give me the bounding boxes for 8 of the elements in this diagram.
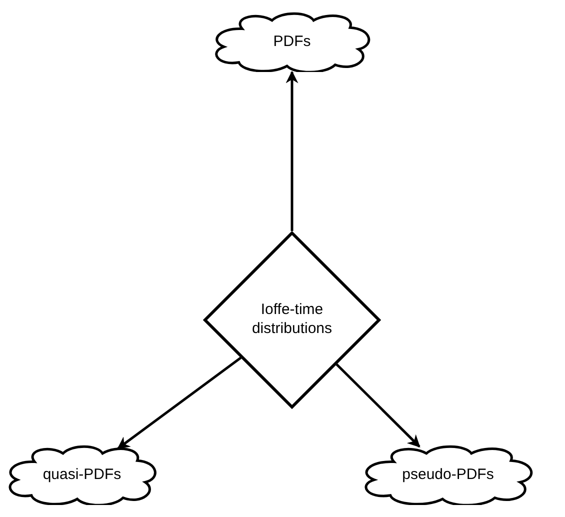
arrow — [336, 363, 420, 448]
arrow — [286, 70, 298, 231]
node-label: Ioffe-time distributions — [250, 301, 334, 339]
node-label: PDFs — [273, 32, 311, 52]
decision-diamond — [203, 231, 381, 409]
arrow — [117, 356, 242, 450]
node-label: pseudo-PDFs — [402, 466, 494, 484]
node-label: quasi-PDFs — [42, 466, 122, 484]
